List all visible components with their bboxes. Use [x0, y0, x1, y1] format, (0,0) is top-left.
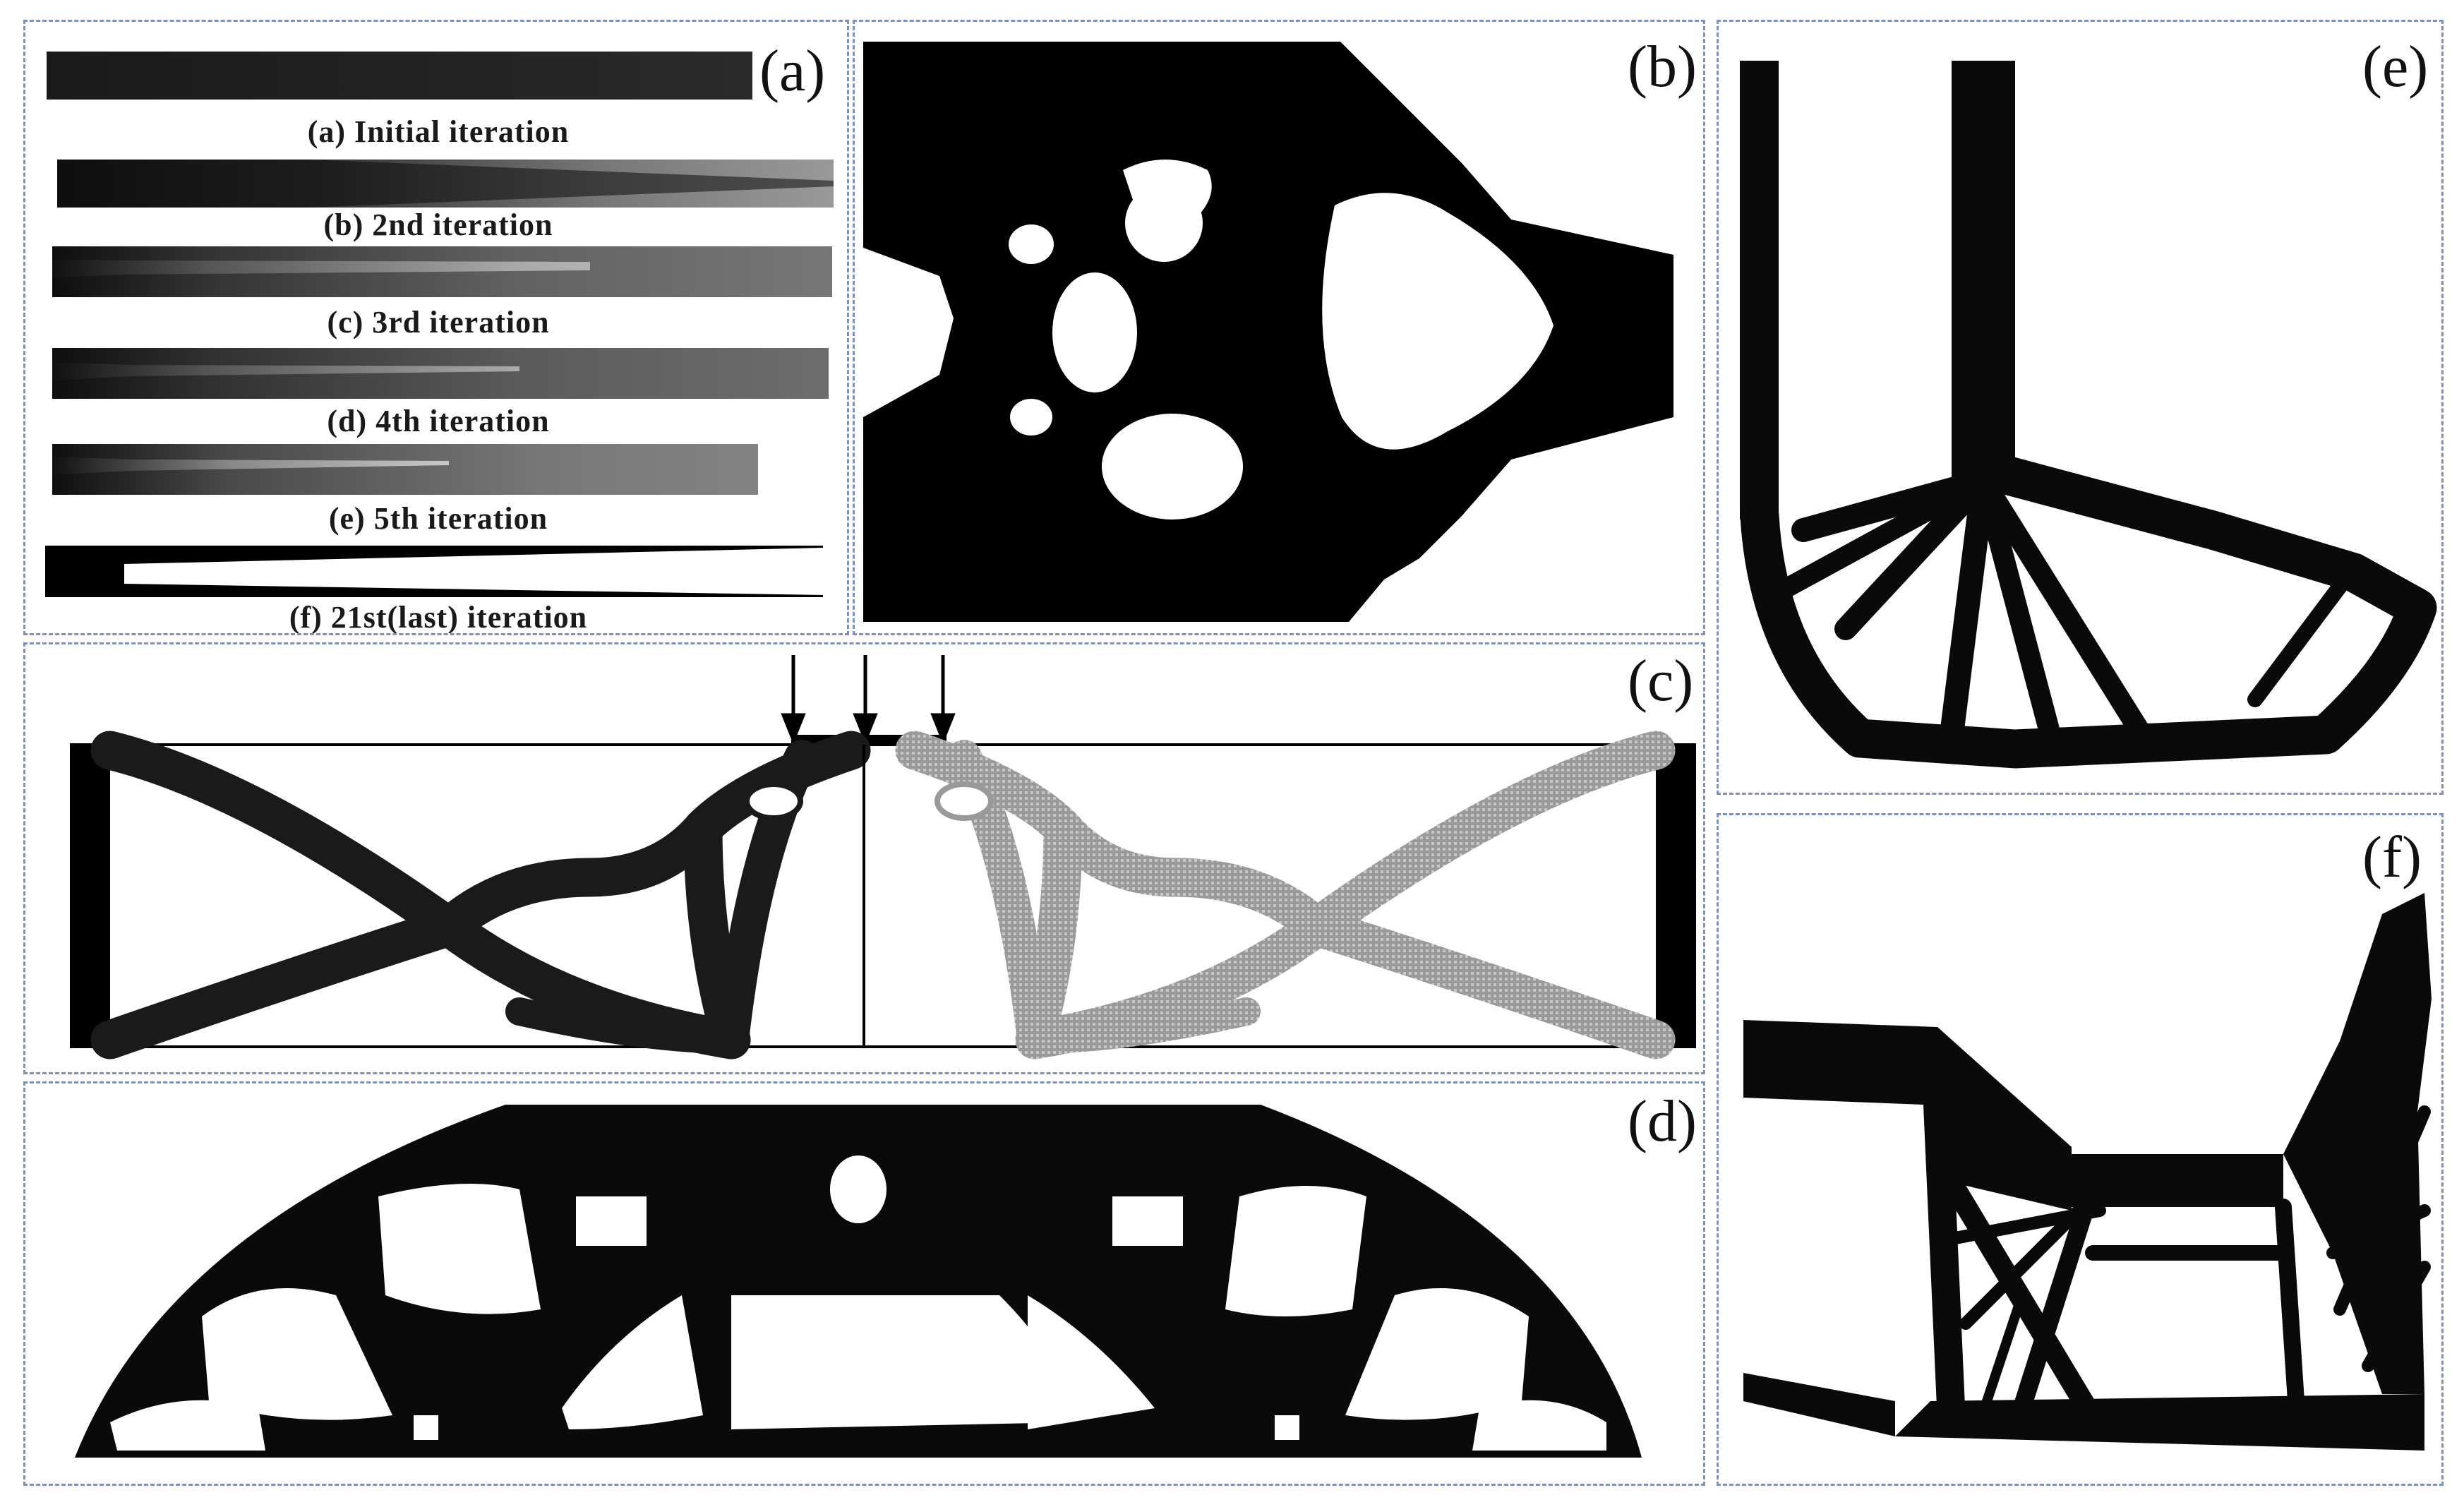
panel-f-label: (f): [2362, 824, 2422, 890]
panel-a-label: (a): [759, 38, 826, 104]
topology-f: [1743, 893, 2432, 1451]
panel-d-label: (d): [1628, 1088, 1697, 1154]
caption-4: (d) 4th iteration: [327, 404, 550, 438]
panel-d: (d): [23, 1081, 1705, 1486]
panel-b-label: (b): [1628, 34, 1697, 100]
topology-d: [75, 1105, 1642, 1458]
strip-6: [45, 546, 823, 597]
caption-5: (e) 5th iteration: [328, 501, 548, 536]
topology-c: [70, 655, 1696, 1059]
strip-1: [47, 52, 752, 100]
topology-b: [863, 42, 1673, 622]
caption-2: (b) 2nd iteration: [323, 208, 553, 242]
topology-e: [1740, 61, 2437, 769]
panel-e-label: (e): [2362, 34, 2429, 100]
caption-3: (c) 3rd iteration: [327, 305, 550, 340]
caption-6: (f) 21st(last) iteration: [289, 600, 588, 635]
panel-c: (c): [23, 642, 1705, 1074]
panel-e: (e): [1717, 20, 2444, 795]
panel-a: (a) (a) Initial iteration (b) 2nd iterat…: [23, 20, 849, 635]
strip-3: [52, 246, 832, 297]
iteration-strips: [45, 52, 834, 597]
panel-c-label: (c): [1628, 648, 1694, 714]
panel-b: (b): [853, 20, 1705, 635]
caption-1: (a) Initial iteration: [307, 114, 570, 149]
panel-f: (f): [1717, 813, 2444, 1486]
